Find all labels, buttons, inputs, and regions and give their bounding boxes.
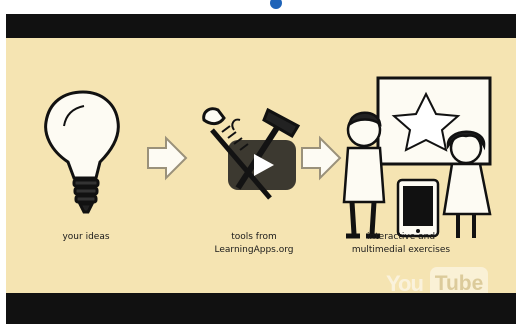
video-player[interactable]: your ideas tools from LearningApps.org i… xyxy=(6,14,516,324)
video-bottom-bar xyxy=(6,293,516,324)
caption-exercises-line1: interactive and xyxy=(366,232,436,242)
youtube-logo-you: You xyxy=(386,271,424,293)
caption-tools-line1: tools from xyxy=(231,232,277,242)
caption-tools: tools from LearningApps.org xyxy=(202,231,306,257)
caption-exercises: interactive and multimedial exercises xyxy=(336,231,466,257)
video-frame[interactable]: your ideas tools from LearningApps.org i… xyxy=(6,38,516,293)
page-top-strip xyxy=(0,0,516,14)
caption-exercises-line2: multimedial exercises xyxy=(351,245,451,255)
arrow-right-icon xyxy=(147,135,188,181)
play-button[interactable] xyxy=(228,140,296,190)
tablet-icon xyxy=(396,178,440,238)
carousel-indicator-dot[interactable] xyxy=(270,0,282,9)
arrow-right-icon xyxy=(301,135,342,181)
children-icon xyxy=(342,111,492,239)
caption-ideas: your ideas xyxy=(62,232,110,242)
video-top-bar xyxy=(6,14,516,38)
caption-tools-line2: LearningApps.org xyxy=(214,245,294,255)
youtube-logo[interactable]: You Tube xyxy=(386,263,490,293)
light-bulb-icon xyxy=(44,90,120,214)
video-illustration xyxy=(44,76,492,239)
youtube-logo-tube: Tube xyxy=(430,267,488,293)
